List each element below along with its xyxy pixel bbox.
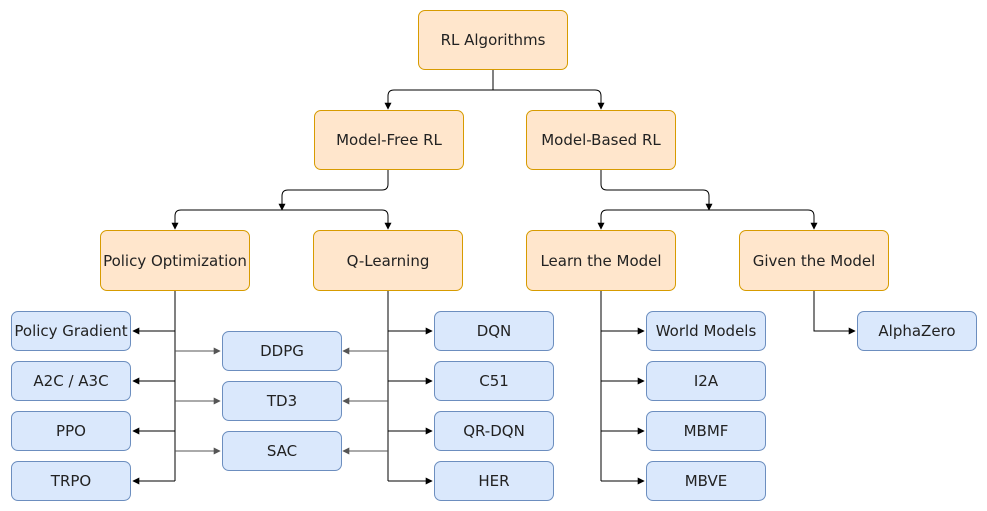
algo-label: I2A — [693, 372, 719, 390]
model-based-node: Model-Based RL — [526, 110, 676, 170]
algo-a2c-a3c: A2C / A3C — [11, 361, 131, 401]
algo-label: World Models — [655, 322, 757, 340]
algo-label: TRPO — [50, 472, 92, 490]
algo-label: PPO — [56, 422, 86, 440]
algo-mbmf: MBMF — [646, 411, 766, 451]
policy-optimization-label: Policy Optimization — [103, 251, 247, 270]
given-the-model-node: Given the Model — [739, 230, 889, 291]
model-free-label: Model-Free RL — [336, 131, 442, 149]
algo-label: AlphaZero — [878, 322, 956, 340]
learn-the-model-label: Learn the Model — [540, 251, 662, 270]
algo-label: Policy Gradient — [14, 322, 128, 340]
connector-to-learn-the-model — [597, 209, 709, 230]
algo-label: MBVE — [684, 472, 728, 490]
root-node: RL Algorithms — [418, 10, 568, 70]
given-the-model-label: Given the Model — [752, 251, 876, 270]
connector-to-model-based — [493, 89, 605, 110]
q-learning-label: Q-Learning — [346, 251, 430, 270]
algo-mbve: MBVE — [646, 461, 766, 501]
algo-label: HER — [478, 472, 510, 490]
algo-ddpg: DDPG — [222, 331, 342, 371]
algo-policy-gradient: Policy Gradient — [11, 311, 131, 351]
algo-trpo: TRPO — [11, 461, 131, 501]
connector-model-free-to-split — [278, 170, 389, 211]
algo-label: C51 — [479, 372, 509, 390]
algo-td3: TD3 — [222, 381, 342, 421]
algo-world-models: World Models — [646, 311, 766, 351]
algo-i2a: I2A — [646, 361, 766, 401]
algo-label: QR-DQN — [463, 422, 525, 440]
connector-to-alphazero — [813, 291, 856, 335]
algo-c51: C51 — [434, 361, 554, 401]
algo-sac: SAC — [222, 431, 342, 471]
algo-her: HER — [434, 461, 554, 501]
algo-label: SAC — [266, 442, 298, 460]
connector-to-q-learning — [282, 209, 392, 230]
connector-to-model-free — [384, 89, 493, 110]
algo-ppo: PPO — [11, 411, 131, 451]
connector-to-policy-optimization — [171, 209, 282, 230]
algo-label: MBMF — [683, 422, 729, 440]
learn-the-model-node: Learn the Model — [526, 230, 676, 291]
algo-alphazero: AlphaZero — [857, 311, 977, 351]
algo-qr-dqn: QR-DQN — [434, 411, 554, 451]
root-label: RL Algorithms — [440, 31, 546, 49]
policy-optimization-node: Policy Optimization — [100, 230, 250, 291]
connector-to-given-the-model — [709, 209, 818, 230]
algo-label: DQN — [476, 322, 512, 340]
model-based-label: Model-Based RL — [541, 131, 661, 149]
algo-label: A2C / A3C — [33, 372, 109, 390]
algo-label: DDPG — [260, 342, 304, 360]
q-learning-node: Q-Learning — [313, 230, 463, 291]
connector-model-based-to-split — [600, 170, 713, 211]
model-free-node: Model-Free RL — [314, 110, 464, 170]
algo-dqn: DQN — [434, 311, 554, 351]
algo-label: TD3 — [266, 392, 298, 410]
